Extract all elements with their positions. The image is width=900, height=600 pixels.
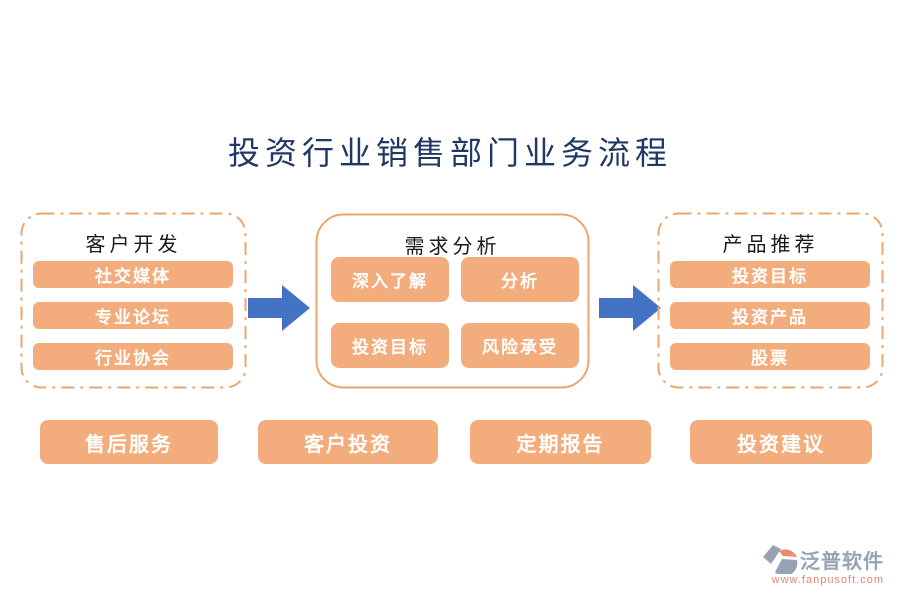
dash-dot-border xyxy=(657,212,884,389)
panel-title-product-recommendation: 产品推荐 xyxy=(722,234,819,256)
step-deep-understanding: 深入了解 xyxy=(331,257,449,302)
footer-watermark: 泛普软件 www.fanpusoft.com xyxy=(762,544,884,586)
brand-url: www.fanpusoft.com xyxy=(771,574,884,586)
step-after-sales-service: 售后服务 xyxy=(40,420,218,464)
step-investment-product: 投资产品 xyxy=(670,302,870,329)
step-investment-advice: 投资建议 xyxy=(690,420,872,464)
step-social-media: 社交媒体 xyxy=(33,261,233,288)
panel-title-demand-analysis: 需求分析 xyxy=(404,236,501,258)
step-industry-association: 行业协会 xyxy=(33,343,233,370)
panel-customer-development: 客户开发 社交媒体 专业论坛 行业协会 xyxy=(20,212,247,389)
step-customer-investment: 客户投资 xyxy=(258,420,438,464)
solid-border xyxy=(315,213,590,389)
flow-arrow-icon xyxy=(599,285,661,331)
flow-arrow-icon xyxy=(248,285,310,331)
step-investment-goal-2: 投资目标 xyxy=(670,261,870,288)
step-stocks: 股票 xyxy=(670,343,870,370)
dash-dot-border xyxy=(20,212,247,389)
step-risk-tolerance: 风险承受 xyxy=(461,323,579,368)
panel-title-customer-development: 客户开发 xyxy=(85,234,182,256)
diagram-title: 投资行业销售部门业务流程 xyxy=(227,135,672,171)
step-investment-goal: 投资目标 xyxy=(331,323,449,368)
fanpu-logo-icon xyxy=(763,545,798,574)
panel-product-recommendation: 产品推荐 投资目标 投资产品 股票 xyxy=(657,212,884,389)
panel-demand-analysis: 需求分析 深入了解 分析 投资目标 风险承受 xyxy=(315,213,590,389)
step-periodic-report: 定期报告 xyxy=(470,420,651,464)
brand-name: 泛普软件 xyxy=(800,550,884,573)
step-analysis: 分析 xyxy=(461,257,579,302)
step-professional-forum: 专业论坛 xyxy=(33,302,233,329)
